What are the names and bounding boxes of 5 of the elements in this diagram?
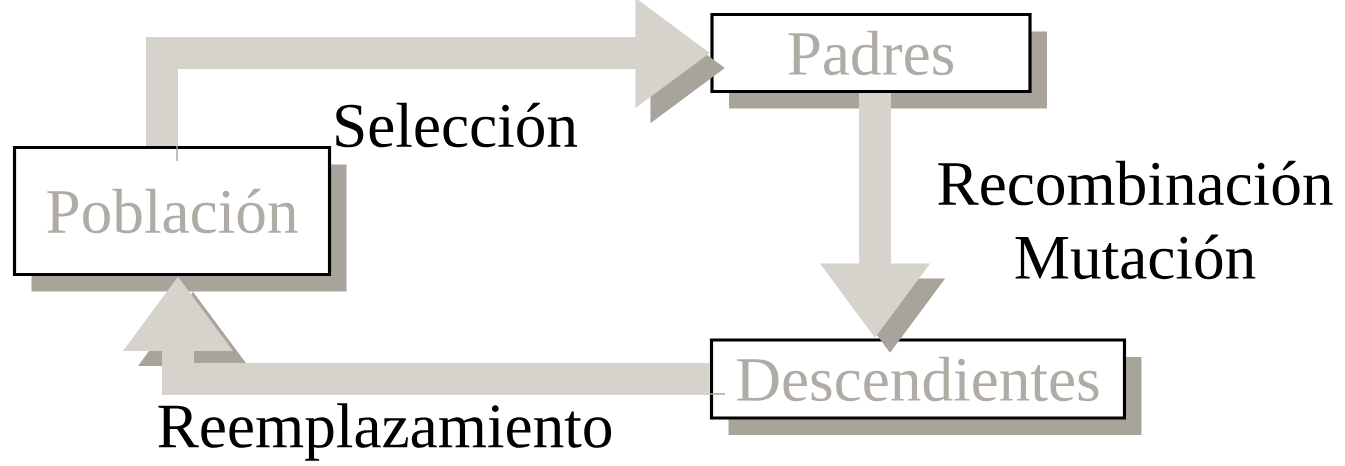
- edge-label: Recombinación Mutación: [938, 160, 1333, 280]
- process-box: Descendientes: [709, 338, 1142, 435]
- edge-label: Selección: [336, 102, 578, 148]
- edge-label: Reemplazamiento: [158, 403, 612, 461]
- process-box: Padres: [710, 12, 1047, 109]
